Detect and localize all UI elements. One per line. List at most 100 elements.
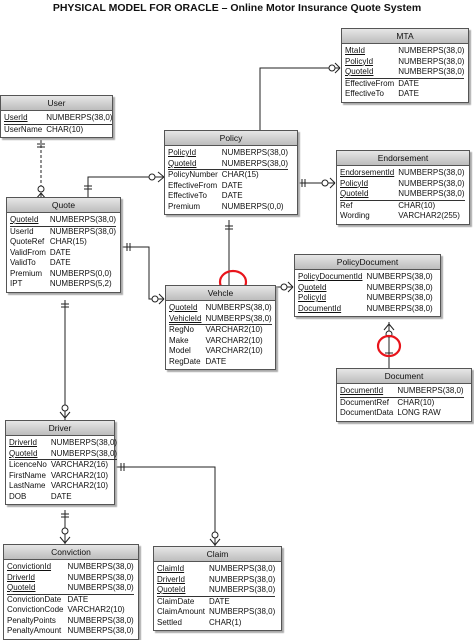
column-row: QuoteId NUMBERPS(38,0): [298, 283, 433, 294]
rel-policy-policydocument: [228, 220, 293, 288]
column-type: NUMBERPS(38,0): [366, 303, 433, 313]
column-type: NUMBERPS(38,0): [67, 562, 134, 571]
column-type: CHAR(15): [221, 170, 259, 179]
column-type: NUMBERPS(5,2): [49, 279, 112, 288]
rel-driver-claim-circle: [211, 531, 219, 539]
column-name: DocumentId: [340, 386, 384, 395]
column-type: DATE: [209, 596, 230, 606]
rel-policy-mta-circle: [328, 64, 336, 72]
column-name: ClaimId: [157, 564, 185, 573]
rel-driver-claim: [112, 466, 216, 546]
rel-policy-endorsement-circle: [321, 179, 329, 187]
column-type: CHAR(10): [46, 124, 84, 134]
column-name: LastName: [9, 481, 46, 490]
column-type: VARCHAR2(10): [67, 605, 125, 614]
column-name: QuoteId: [10, 215, 39, 224]
column-type: DATE: [205, 356, 227, 366]
column-type: NUMBERPS(38,0): [221, 158, 289, 170]
column-type: NUMBERPS(38,0): [398, 168, 465, 177]
rel-quote-vehicle-crow: [158, 293, 165, 305]
column-name: RegNo: [169, 325, 194, 334]
rel-quote-policy-crow: [157, 171, 165, 183]
rel-policy-policydocument-circle: [280, 283, 288, 291]
column-name: FirstName: [9, 470, 46, 480]
column-name: ClaimDate: [157, 596, 195, 606]
column-name: QuoteId: [298, 282, 327, 292]
entity-header: Document: [337, 369, 471, 384]
column-name: QuoteId: [169, 303, 198, 312]
column-type: NUMBERPS(38,0): [50, 448, 118, 460]
column-row: PenaltyAmount NUMBERPS(38,0): [7, 626, 134, 637]
column-name: EndorsementId: [340, 168, 395, 177]
entity-header: MTA: [342, 29, 468, 44]
column-type: NUMBERPS(38,0): [366, 282, 433, 292]
column-type: NUMBERPS(38,0): [49, 226, 117, 236]
column-type: VARCHAR2(10): [205, 346, 263, 355]
column-name: Ref: [340, 200, 353, 210]
column-type: CHAR(1): [209, 617, 242, 627]
rel-driver-conviction-circle: [61, 527, 69, 535]
column-row: ValidTo DATE: [10, 258, 116, 269]
column-name: Make: [169, 335, 189, 345]
column-name: ValidTo: [10, 258, 36, 267]
column-name: PenaltyAmount: [7, 626, 62, 635]
column-row: PolicyId NUMBERPS(38,0): [340, 179, 465, 190]
column-type: DATE: [49, 258, 71, 267]
column-type: DATE: [398, 78, 419, 88]
column-name: MtaId: [345, 46, 366, 55]
column-name: LicenceNo: [9, 460, 47, 469]
rel-driver-claim-crow: [209, 538, 221, 546]
column-type: NUMBERPS(38,0): [209, 607, 276, 616]
column-type: VARCHAR2(16): [50, 460, 109, 469]
column-name: PolicyNumber: [168, 170, 218, 179]
column-name: DriverId: [9, 438, 38, 447]
rel-quote-vehicle-circle: [151, 295, 159, 303]
column-name: EffectiveFrom: [168, 180, 218, 190]
column-type: CHAR(15): [49, 237, 87, 246]
column-type: NUMBERPS(38,0): [221, 148, 289, 157]
column-name: VehicleId: [169, 313, 202, 323]
column-type: NUMBERPS(38,0): [397, 386, 464, 398]
rel-policydocument-document-crow: [383, 323, 395, 331]
entity-header: Policy: [165, 131, 297, 146]
column-type: NUMBERPS(38,0): [67, 626, 134, 635]
column-type: NUMBERPS(38,0): [398, 178, 465, 188]
column-row: DocumentId NUMBERPS(38,0): [340, 386, 464, 398]
column-name: PolicyId: [340, 178, 369, 188]
column-name: DocumentId: [298, 303, 342, 313]
rel-quote-driver-crow: [59, 411, 71, 419]
